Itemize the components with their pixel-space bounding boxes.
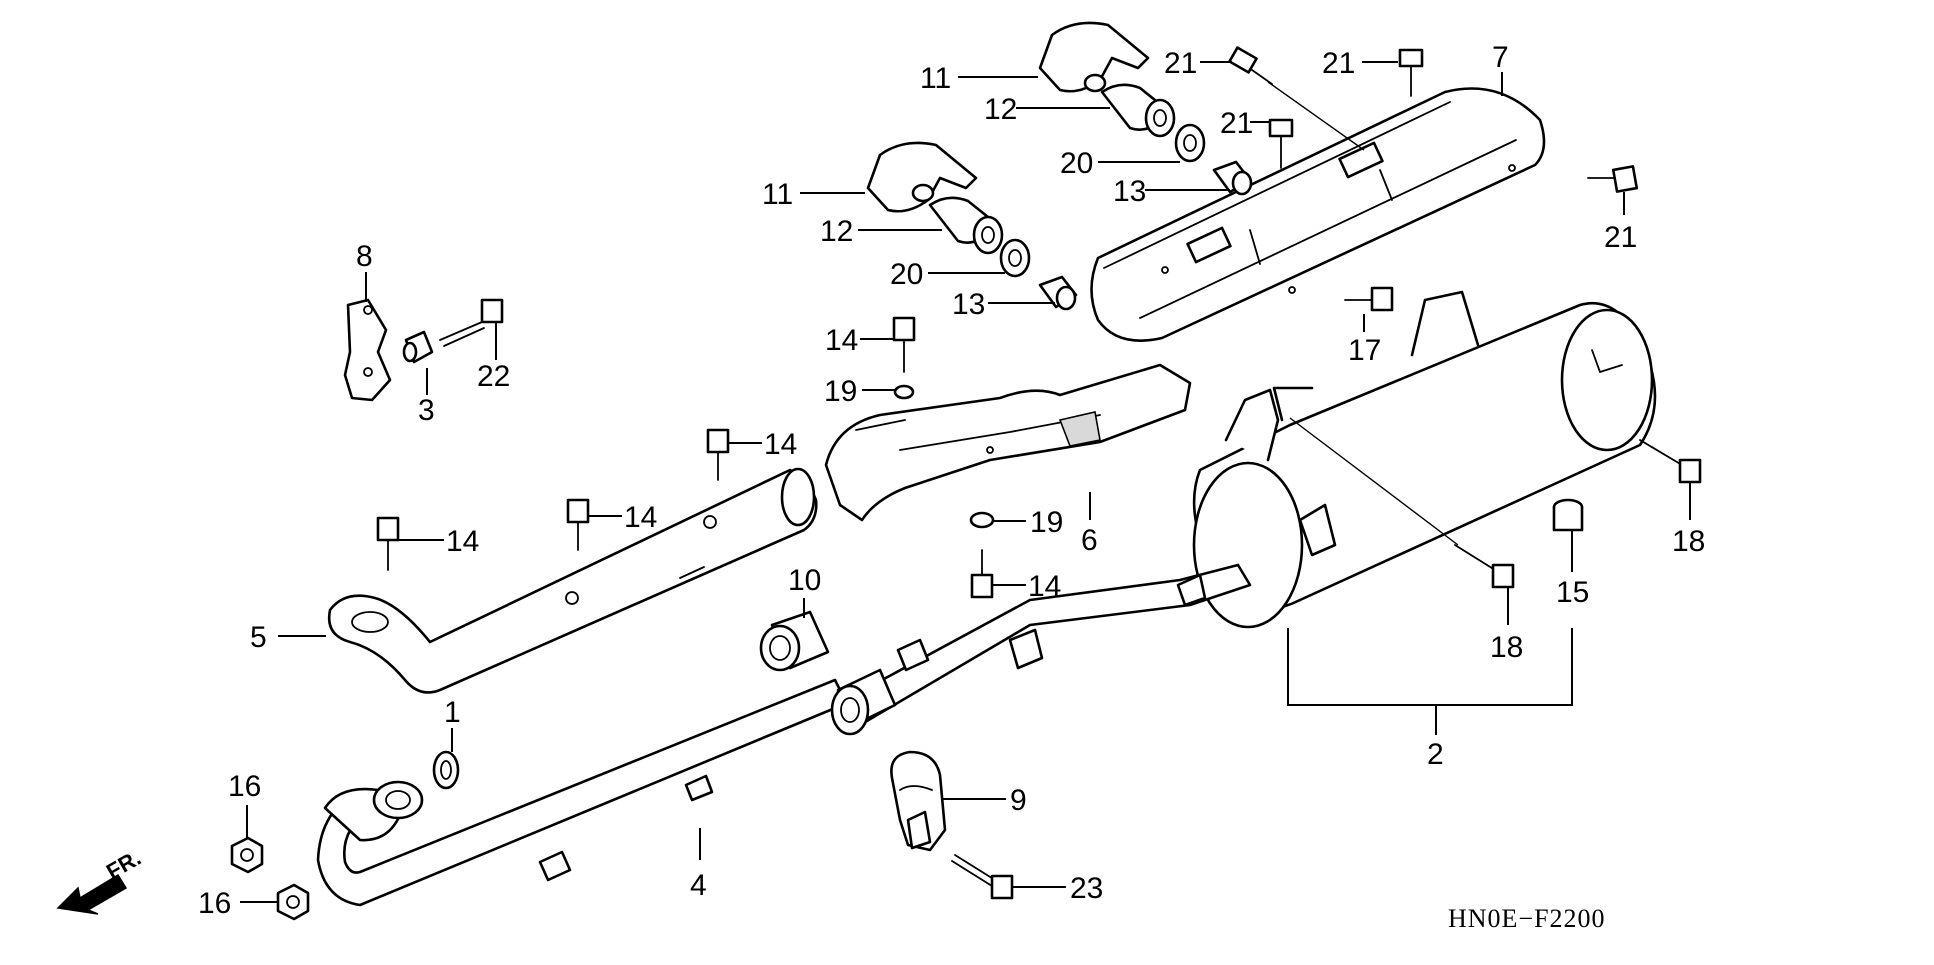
muffler-group-bracket: [1287, 628, 1573, 706]
assembly-line-18: [1289, 417, 1459, 546]
callout-7: 7: [1492, 41, 1509, 74]
callout-12: 12: [984, 93, 1017, 126]
callout-11: 11: [920, 62, 951, 95]
callout-19: 19: [1030, 506, 1063, 539]
nut-16-lower[interactable]: [276, 883, 310, 921]
plug-15[interactable]: [1552, 498, 1584, 532]
callout-14: 14: [446, 525, 479, 558]
callout-21: 21: [1322, 47, 1355, 80]
callout-2: 2: [1427, 738, 1444, 771]
callout-1: 1: [444, 696, 461, 729]
assembly-line-21: [1267, 81, 1365, 151]
callout-23: 23: [1070, 872, 1103, 905]
callout-10: 10: [788, 564, 821, 597]
band-clamp[interactable]: [890, 750, 947, 852]
mount-bracket-lower[interactable]: [866, 141, 978, 213]
callout-6: 6: [1081, 524, 1098, 557]
callout-15: 15: [1556, 576, 1589, 609]
callout-5: 5: [250, 621, 267, 654]
washer-19-lower[interactable]: [969, 511, 995, 529]
washer-lower[interactable]: [999, 238, 1031, 278]
callout-13: 13: [952, 288, 985, 321]
callout-21: 21: [1164, 47, 1197, 80]
bolt-14-lower[interactable]: [970, 549, 994, 599]
callout-20: 20: [1060, 147, 1093, 180]
bolt-17[interactable]: [1344, 286, 1394, 312]
rubber-mount-lower[interactable]: [928, 196, 1004, 255]
callout-22: 22: [477, 360, 510, 393]
washer-19-top[interactable]: [893, 384, 915, 400]
callout-11: 11: [762, 178, 793, 211]
bolt-14-upper-left[interactable]: [706, 428, 730, 481]
muffler-protector[interactable]: [1090, 87, 1546, 342]
callout-14: 14: [825, 324, 858, 357]
nut-16-upper[interactable]: [230, 836, 264, 874]
callout-19: 19: [824, 375, 857, 408]
callout-16: 16: [198, 887, 231, 920]
muffler-assembly[interactable]: [1192, 290, 1657, 629]
bolt-23[interactable]: [951, 854, 1014, 900]
callout-4: 4: [690, 869, 707, 902]
callout-8: 8: [356, 240, 373, 273]
callout-14: 14: [624, 501, 657, 534]
callout-21: 21: [1604, 221, 1637, 254]
washer-upper[interactable]: [1174, 123, 1206, 163]
collar-upper[interactable]: [1212, 160, 1253, 196]
bolt-22[interactable]: [439, 298, 504, 347]
exhaust-pipe[interactable]: [316, 563, 1252, 907]
gasket-10[interactable]: [759, 610, 830, 672]
collar-3[interactable]: [402, 330, 434, 364]
bolt-14-far-left[interactable]: [376, 516, 400, 571]
bolt-18-right[interactable]: [1639, 439, 1702, 484]
bolt-21-right[interactable]: [1587, 165, 1639, 193]
diagram-code: HN0E−F2200: [1448, 904, 1606, 933]
callout-21: 21: [1220, 107, 1253, 140]
callout-18: 18: [1672, 525, 1705, 558]
callout-14: 14: [764, 428, 797, 461]
rear-pipe-protector[interactable]: [824, 363, 1192, 522]
mount-bracket-upper[interactable]: [1038, 21, 1150, 93]
front-direction-label: FR.: [102, 845, 145, 884]
front-direction-arrow-icon: [56, 873, 128, 915]
bolt-21-middle[interactable]: [1268, 118, 1294, 169]
collar-lower[interactable]: [1038, 275, 1078, 311]
callout-3: 3: [418, 394, 435, 427]
callout-13: 13: [1113, 175, 1146, 208]
front-pipe-protector[interactable]: [327, 467, 818, 694]
bracket[interactable]: [343, 298, 392, 402]
bolt-21-top-right[interactable]: [1398, 48, 1424, 97]
bolt-14-middle-left[interactable]: [566, 498, 590, 551]
bolt-14-top[interactable]: [892, 316, 916, 373]
bolt-21-top-left[interactable]: [1228, 46, 1273, 85]
callout-20: 20: [890, 258, 923, 291]
callout-17: 17: [1348, 334, 1381, 367]
callout-12: 12: [820, 215, 853, 248]
callout-9: 9: [1010, 784, 1027, 817]
rubber-mount-upper[interactable]: [1100, 83, 1176, 138]
callout-16: 16: [228, 770, 261, 803]
bolt-18-center[interactable]: [1454, 544, 1515, 589]
callout-14: 14: [1028, 570, 1061, 603]
callout-18: 18: [1490, 631, 1523, 664]
gasket-1[interactable]: [432, 750, 460, 790]
